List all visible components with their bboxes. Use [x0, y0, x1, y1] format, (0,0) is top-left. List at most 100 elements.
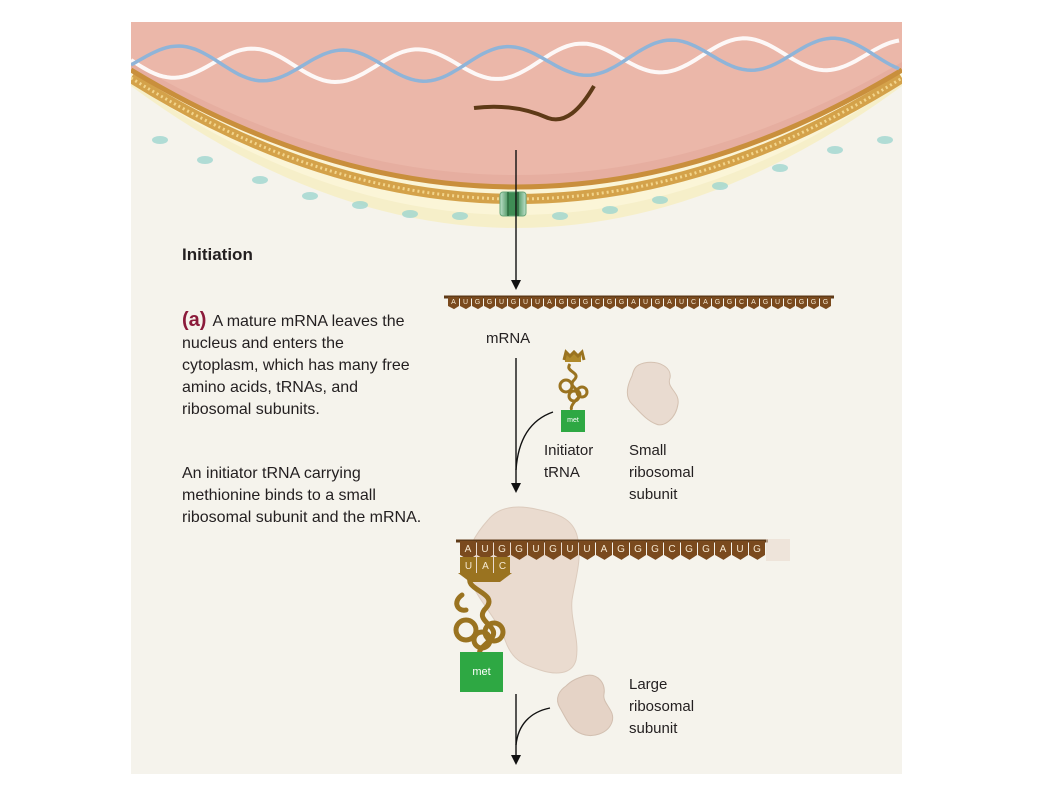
nucleotide-flag	[749, 541, 765, 560]
envelope-particle	[252, 176, 268, 184]
nucleotide-flag	[796, 297, 807, 310]
nucleotide-flag	[676, 297, 687, 310]
nucleotide-flag	[664, 297, 675, 310]
nucleotide-letter: G	[655, 299, 660, 306]
methionine-tag-large: met	[460, 652, 503, 692]
nucleotide-letter: G	[715, 299, 720, 306]
nucleotide-letter: G	[498, 544, 506, 555]
nucleotide-flag	[681, 541, 697, 560]
anticodon-base	[477, 557, 493, 573]
nucleotide-letter: G	[651, 544, 659, 555]
dna-double-helix	[131, 36, 900, 85]
envelope-particle	[197, 156, 213, 164]
nucleotide-letter: A	[751, 299, 756, 306]
nucleotide-letter: G	[617, 544, 625, 555]
step-a-followup-description: An initiator tRNA carrying methionine bi…	[182, 465, 422, 526]
nucleotide-flag	[698, 541, 714, 560]
nucleotide-letter: A	[465, 544, 472, 555]
section-heading: Initiation	[182, 245, 253, 264]
nucleotide-letter: G	[549, 544, 557, 555]
nucleotide-letter: G	[685, 544, 693, 555]
envelope-particle	[712, 182, 728, 190]
nucleotide-letter: C	[668, 544, 675, 555]
envelope-particle	[877, 136, 893, 144]
envelope-particle	[302, 192, 318, 200]
nucleotide-flag	[712, 297, 723, 310]
arrow-trna-join	[515, 411, 554, 471]
mrna-fade	[766, 539, 790, 561]
nucleotide-flag	[820, 297, 831, 310]
nucleotide-letter: G	[763, 299, 768, 306]
envelope-particle	[352, 201, 368, 209]
nucleotide-letter: G	[571, 299, 576, 306]
nucleotide-letter: A	[451, 299, 456, 306]
nucleotide-letter: U	[523, 299, 528, 306]
nucleotide-flag	[700, 297, 711, 310]
anticodon-base	[460, 557, 476, 573]
nucleotide-letter: U	[736, 544, 743, 555]
nucleotide-letter: U	[535, 299, 540, 306]
nucleotide-letter: G	[607, 299, 612, 306]
nucleotide-flag	[511, 541, 527, 560]
nucleotide-flag	[688, 297, 699, 310]
nucleotide-flag	[448, 297, 459, 310]
nucleotide-letter: G	[811, 299, 816, 306]
nucleotide-letter: A	[601, 544, 608, 555]
nucleotide-letter: A	[703, 299, 708, 306]
nucleotide-flag	[652, 297, 663, 310]
nucleotide-flag	[532, 297, 543, 310]
nucleotide-flag	[808, 297, 819, 310]
nucleotide-flag	[556, 297, 567, 310]
label-initiator-trna: Initiator tRNA	[544, 442, 594, 481]
envelope-particle	[827, 146, 843, 154]
nucleotide-flag	[484, 297, 495, 310]
nucleotide-flag	[592, 297, 603, 310]
flow-arrows	[511, 150, 554, 765]
nucleotide-flag	[496, 297, 507, 310]
nucleotide-letter: U	[679, 299, 684, 306]
nucleotide-flag	[472, 297, 483, 310]
nucleotide-letter: G	[619, 299, 624, 306]
nucleotide-letter: G	[727, 299, 732, 306]
nucleotide-letter: G	[559, 299, 564, 306]
nucleotide-letter: C	[595, 299, 600, 306]
nucleotide-letter: U	[532, 544, 539, 555]
nucleotide-flag	[460, 297, 471, 310]
envelope-particle	[402, 210, 418, 218]
nucleotide-flag	[732, 541, 748, 560]
envelope-particle	[152, 136, 168, 144]
nucleotide-flag	[477, 541, 493, 560]
nucleotide-letter: G	[799, 299, 804, 306]
nucleotide-letter: U	[499, 299, 504, 306]
nucleotide-letter: C	[739, 299, 744, 306]
nucleotide-letter: G	[475, 299, 480, 306]
nucleotide-flag	[545, 541, 561, 560]
methionine-tag-small: met	[561, 410, 585, 432]
step-a-text: A mature mRNA leaves the nucleus and ent…	[182, 313, 410, 418]
nucleotide-letter: A	[720, 544, 727, 555]
nucleotide-letter: C	[787, 299, 792, 306]
nucleotide-flag	[520, 297, 531, 310]
nucleotide-letter: A	[631, 299, 636, 306]
nucleotide-flag	[772, 297, 783, 310]
nuclear-pore	[499, 191, 527, 217]
nucleotide-flag	[640, 297, 651, 310]
nucleotide-letter: U	[463, 299, 468, 306]
nucleotide-letter: U	[481, 544, 488, 555]
nucleotide-flag	[528, 541, 544, 560]
nucleotide-flag	[647, 541, 663, 560]
arrow-large-subunit-join	[515, 707, 551, 746]
small-ribosomal-subunit	[626, 361, 679, 426]
envelope-particle	[452, 212, 468, 220]
nucleotide-letter: U	[583, 544, 590, 555]
label-small-ribosomal-subunit: Small ribosomal subunit	[629, 442, 695, 503]
envelope-particle	[602, 206, 618, 214]
nucleotide-flag	[562, 541, 578, 560]
nucleotide-flag	[568, 297, 579, 310]
large-ribosomal-subunit	[557, 674, 614, 736]
nucleotide-flag	[544, 297, 555, 310]
